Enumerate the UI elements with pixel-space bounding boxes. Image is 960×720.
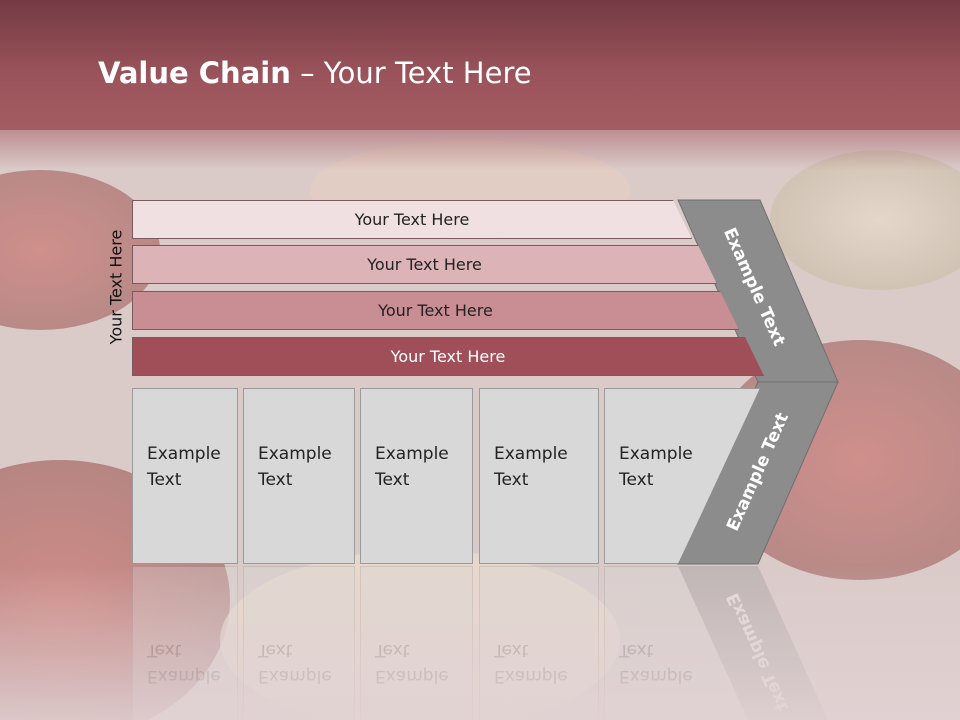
value-bar-label: Your Text Here — [378, 301, 493, 320]
box-line-2: Text — [619, 470, 654, 490]
box-line-1: Example — [375, 444, 449, 464]
value-bar-label: Your Text Here — [390, 347, 506, 366]
header-band — [0, 0, 960, 130]
box-line-1: Example — [258, 444, 332, 464]
page-title: Value Chain – Your Text Here — [98, 56, 532, 90]
reflection-fade — [0, 566, 960, 720]
value-bar-2: Your Text Here — [132, 245, 717, 284]
title-bold: Value Chain — [98, 56, 291, 90]
title-rest: – Your Text Here — [290, 56, 532, 90]
value-bar-label: Your Text Here — [367, 255, 482, 274]
value-bar-label: Your Text Here — [354, 210, 470, 229]
value-bar-4: Your Text Here — [132, 337, 764, 376]
box-line-1: Example — [494, 444, 568, 464]
box-line-2: Text — [375, 470, 410, 490]
box-line-1: Example — [147, 444, 221, 464]
value-bar-1: Your Text Here — [132, 200, 692, 239]
header-fade — [0, 130, 960, 170]
box-line-2: Text — [258, 470, 293, 490]
value-bar-3: Your Text Here — [132, 291, 739, 330]
box-line-2: Text — [494, 470, 529, 490]
box-line-1: Example — [619, 444, 693, 464]
box-line-2: Text — [147, 470, 182, 490]
